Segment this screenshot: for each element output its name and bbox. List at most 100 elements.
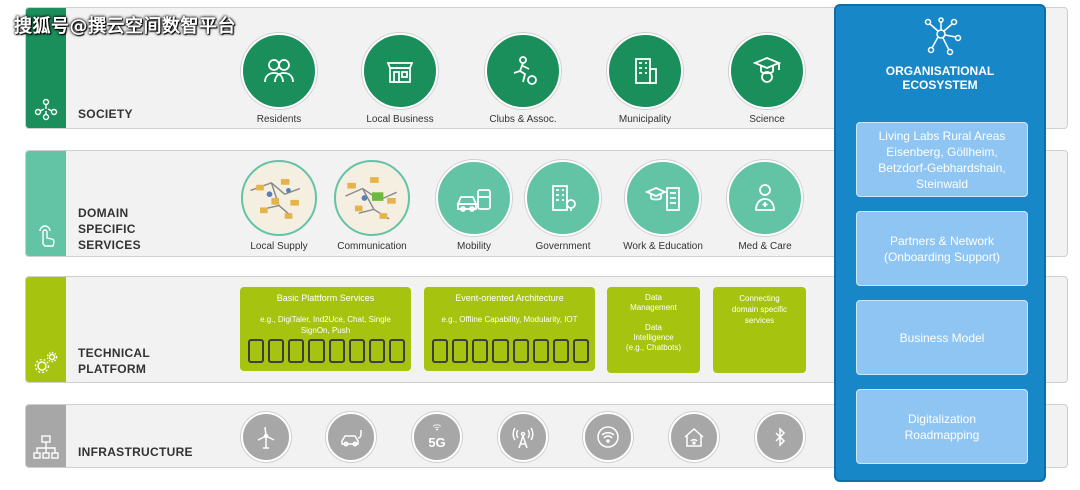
infra-title: INFRASTRUCTURE <box>78 445 193 459</box>
mobility-circle <box>436 160 512 236</box>
communication-label: Communication <box>337 241 407 252</box>
basic-platform-services-box[interactable]: Basic Plattform Services e.g., DigiTaler… <box>240 287 411 371</box>
org-title-line-1: ORGANISATIONAL <box>885 64 995 78</box>
touch-hand-icon <box>39 225 55 247</box>
government-circle <box>525 160 601 236</box>
connecting-line-2: domain specific <box>731 305 788 314</box>
partners-line-1: Partners & Network <box>889 233 995 248</box>
org-title: ORGANISATIONAL ECOSYSTEM <box>836 64 1044 92</box>
digitalization-line-2: Roadmapping <box>904 427 980 442</box>
network-tree-icon <box>33 435 59 459</box>
communication-circle <box>334 160 410 236</box>
tech-layer-bar <box>26 277 66 382</box>
module-block <box>452 339 469 363</box>
local-business-circle <box>362 33 438 109</box>
municipality-label: Municipality <box>618 114 672 125</box>
local-supply-label: Local Supply <box>250 241 308 252</box>
work-education-label: Work & Education <box>623 241 703 252</box>
living-labs-line-4: Steinwald <box>915 176 969 191</box>
science-label: Science <box>749 114 785 125</box>
society-item-science[interactable]: Science <box>717 33 817 125</box>
map-icon <box>345 177 397 220</box>
module-block <box>532 339 549 363</box>
municipality-icon <box>635 58 657 84</box>
map-icon <box>250 179 301 219</box>
infra-item-wind[interactable] <box>241 412 291 462</box>
domain-item-mobility[interactable]: Mobility <box>424 160 524 252</box>
domain-item-med-care[interactable]: Med & Care <box>715 160 815 252</box>
work-education-icon <box>644 187 680 211</box>
science-circle <box>729 33 805 109</box>
science-icon <box>752 57 782 83</box>
event-oriented-architecture-box[interactable]: Event-oriented Architecture e.g., Offlin… <box>424 287 595 371</box>
society-item-local-business[interactable]: Local Business <box>350 33 450 125</box>
data-intelligence-line-3: (e.g., Chatbots) <box>625 343 682 352</box>
society-network-icon <box>34 98 58 121</box>
clubs-circle <box>485 33 561 109</box>
tech-title-line-2: PLATFORM <box>78 362 147 376</box>
module-block <box>432 339 449 363</box>
partners-line-2: (Onboarding Support) <box>883 249 1001 264</box>
domain-item-communication[interactable]: Communication <box>322 160 422 252</box>
local-business-icon <box>386 62 414 83</box>
business-model-box[interactable]: Business Model <box>856 300 1028 375</box>
mobility-icon <box>456 189 491 212</box>
module-block <box>348 339 365 363</box>
business-model-label: Business Model <box>899 330 985 345</box>
module-block <box>268 339 285 363</box>
module-block <box>388 339 405 363</box>
infra-item-bluetooth[interactable] <box>755 412 805 462</box>
domain-item-work-education[interactable]: Work & Education <box>613 160 713 252</box>
antenna-icon <box>512 427 534 449</box>
infra-item-wifi[interactable] <box>583 412 633 462</box>
domain-title-line-2: SPECIFIC <box>78 222 136 236</box>
wind-turbine-icon <box>257 426 275 449</box>
event-oriented-architecture-sub: e.g., Offline Capability, Modularity, IO… <box>441 315 578 324</box>
residents-circle <box>241 33 317 109</box>
society-item-municipality[interactable]: Municipality <box>595 33 695 125</box>
residents-icon <box>264 59 294 83</box>
domain-item-local-supply[interactable]: Local Supply <box>229 160 329 252</box>
basic-platform-services-sub: e.g., DigiTaler, Ind2Uce, Chat, Single S… <box>260 315 391 335</box>
ecosystem-network-icon <box>924 17 962 56</box>
connecting-services-box[interactable]: Connecting domain specific services <box>713 287 806 373</box>
wifi-icon <box>597 426 619 448</box>
module-block <box>492 339 509 363</box>
gears-icon <box>34 351 58 374</box>
government-icon <box>552 185 576 211</box>
partners-network-box[interactable]: Partners & Network (Onboarding Support) <box>856 211 1028 286</box>
5g-label: 5G <box>428 434 446 450</box>
digitalization-line-1: Digitalization <box>907 411 977 426</box>
infra-item-smart-home[interactable] <box>669 412 719 462</box>
infra-item-antenna[interactable] <box>498 412 548 462</box>
module-block <box>512 339 529 363</box>
med-care-icon <box>755 184 775 211</box>
society-layer-bar <box>26 8 66 128</box>
data-intelligence-line-1: Data <box>645 323 662 332</box>
med-care-label: Med & Care <box>738 241 792 252</box>
infra-item-electric-car[interactable] <box>326 412 376 462</box>
domain-title: DOMAIN SPECIFIC SERVICES <box>78 205 141 253</box>
data-management-line-2: Management <box>630 303 677 312</box>
digitalization-roadmapping-box[interactable]: Digitalization Roadmapping <box>856 389 1028 464</box>
domain-title-line-1: DOMAIN <box>78 206 129 220</box>
infra-item-5g[interactable]: 5G <box>412 412 462 462</box>
domain-layer-bar <box>26 151 66 256</box>
tech-title: TECHNICAL PLATFORM <box>78 345 150 377</box>
society-item-residents[interactable]: Residents <box>229 33 329 125</box>
basic-platform-services-title: Basic Plattform Services <box>276 293 375 303</box>
society-title: SOCIETY <box>78 107 133 121</box>
residents-label: Residents <box>256 114 302 125</box>
module-block <box>552 339 569 363</box>
5g-icon <box>432 424 442 431</box>
society-item-clubs[interactable]: Clubs & Assoc. <box>473 33 573 125</box>
government-label: Government <box>535 241 591 252</box>
living-labs-box[interactable]: Living Labs Rural Areas Eisenberg, Göllh… <box>856 122 1028 197</box>
bluetooth-icon <box>775 427 786 447</box>
living-labs-line-1: Living Labs Rural Areas <box>878 128 1006 143</box>
module-block <box>328 339 345 363</box>
local-supply-circle <box>241 160 317 236</box>
domain-item-government[interactable]: Government <box>513 160 613 252</box>
electric-car-icon <box>341 430 362 447</box>
data-management-box[interactable]: Data Management Data Intelligence (e.g.,… <box>607 287 700 373</box>
